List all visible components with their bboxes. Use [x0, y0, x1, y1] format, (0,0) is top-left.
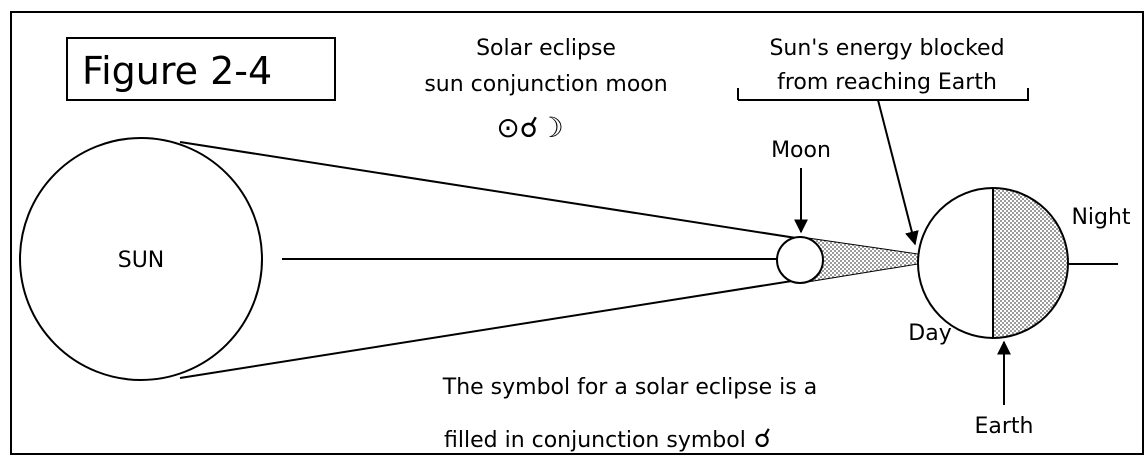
caption-line2: filled in conjunction symbol ☌ [444, 424, 771, 454]
night-label: Night [1071, 205, 1130, 230]
sun-label: SUN [118, 248, 165, 273]
figure-label-box [66, 37, 336, 101]
caption-line1: The symbol for a solar eclipse is a [442, 375, 817, 400]
eclipse-title: Solar eclipse [476, 36, 616, 61]
blocked-text-line1: Sun's energy blocked [769, 36, 1004, 61]
sun-circle [19, 137, 263, 381]
figure-label: Figure 2-4 [82, 49, 272, 93]
eclipse-subtitle: sun conjunction moon [424, 72, 667, 97]
earth-night-side [993, 188, 1068, 338]
moon-label: Moon [771, 138, 831, 163]
day-label: Day [908, 321, 951, 346]
figure-border [10, 11, 1144, 455]
conjunction-symbol-icon: ☌ [754, 424, 771, 454]
earth-label: Earth [975, 414, 1034, 439]
blocked-bracket [737, 88, 1029, 101]
blocked-arrow [877, 99, 919, 246]
eclipse-symbols: ⊙☌☽ [496, 111, 563, 144]
caption-line2-text: filled in conjunction symbol [444, 428, 746, 453]
moon-circle [776, 236, 824, 284]
blocked-text-line2: from reaching Earth [777, 70, 997, 95]
